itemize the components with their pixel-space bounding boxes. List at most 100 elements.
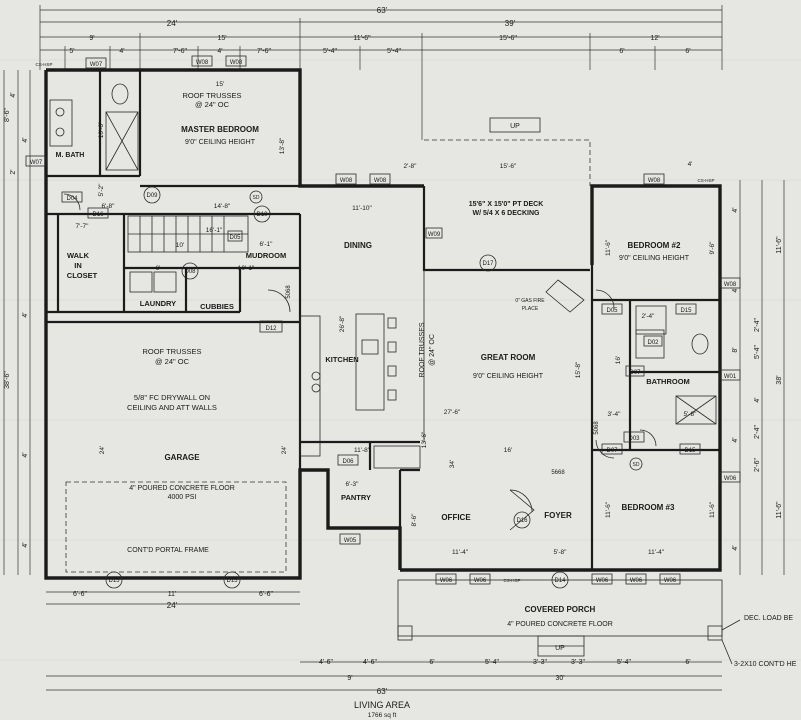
dim-top-5-4a: 5'-4" (323, 48, 337, 55)
svg-text:D16: D16 (516, 518, 528, 524)
pantry-label: PANTRY (341, 493, 371, 502)
office-label: OFFICE (441, 513, 471, 522)
idim-7: 7'-7" (76, 223, 90, 230)
svg-text:D09: D09 (146, 193, 158, 199)
dim-bot-5-4b: 5'-4" (617, 659, 631, 666)
inner-dimensions: 15' 13'-8" 10'-6" 5'-2" 6'-8" 14'-8" 7'-… (76, 81, 716, 556)
walkin-label-2: IN (74, 261, 82, 270)
dim-top-4a: 4' (119, 48, 124, 55)
svg-text:W06: W06 (474, 578, 487, 584)
master-truss-2: @ 24" OC (195, 100, 230, 109)
svg-text:W08: W08 (374, 178, 387, 184)
dim-right-5: 8' (732, 347, 739, 352)
dim-right-9: 38' (776, 375, 783, 384)
svg-text:W06: W06 (724, 476, 737, 482)
deck-up-label: UP (510, 123, 520, 130)
idim-4: 5'-2" (98, 183, 105, 197)
cs-hsp-label: CS-HSP (697, 178, 714, 183)
door-tag: D04 (61, 191, 83, 203)
cubbies-label: CUBBIES (200, 302, 234, 311)
dim-bot-6a: 6' (429, 659, 434, 666)
svg-text:D12: D12 (265, 326, 277, 332)
svg-text:D06: D06 (342, 459, 354, 465)
walkin-label-1: WALK (67, 251, 90, 260)
svg-text:D15: D15 (684, 448, 696, 454)
svg-text:W01: W01 (724, 374, 737, 380)
idim-11: 10'-1" (238, 265, 255, 272)
door-tag: D02 (643, 335, 663, 347)
great-room-label: GREAT ROOM (481, 353, 536, 362)
idim-26: 24' (281, 446, 288, 454)
dim-left-2: 8'-6" (4, 108, 11, 122)
idim-13: 11'-10" (352, 205, 372, 212)
callouts: UP UP SD SD CS-HSP CS-HSP CS-HSP DEC. LO… (35, 62, 796, 668)
svg-text:D07: D07 (606, 448, 618, 454)
window-tag: W08 (225, 55, 247, 67)
door-tag: D15 (675, 303, 697, 315)
room-labels: ROOF TRUSSES @ 24" OC MASTER BEDROOM 9'0… (56, 91, 690, 628)
dim-top-11-6: 11'-6" (353, 35, 371, 42)
idim-10: 6'-1" (260, 241, 274, 248)
window-tag: W08 (335, 173, 357, 185)
dim-bot-11: 11' (168, 591, 177, 598)
svg-text:W08: W08 (196, 60, 209, 66)
top-dimensions: 63' 24' 39' 9' 15' 11'-6" 15'-6" 12' 5' … (39, 5, 723, 140)
master-toilet (111, 83, 129, 105)
washer (129, 271, 153, 293)
deck-stairs (489, 117, 541, 133)
svg-text:W06: W06 (664, 578, 677, 584)
svg-text:D15: D15 (108, 578, 120, 584)
idim-29: 2'-4" (642, 313, 656, 320)
dec-load-beam-label: DEC. LOAD BE (744, 615, 793, 622)
idim-5: 6'-8" (102, 203, 116, 210)
bath-vanity (635, 329, 665, 359)
svg-text:D08: D08 (184, 269, 196, 275)
living-area-value: 1766 sq ft (368, 712, 397, 719)
dim-bot-6-6a: 6'-6" (73, 591, 87, 598)
dim-top-39: 39' (505, 19, 516, 28)
dim-bot-24: 24' (167, 601, 178, 610)
dim-right-2: 11'-6" (776, 236, 783, 254)
dim-overall-top: 63' (377, 6, 388, 15)
idim-12: 6' (156, 265, 161, 272)
dim-top-15: 15' (217, 35, 226, 42)
dim-right-11: 11'-6" (776, 501, 783, 519)
idim-31: 3'-4" (608, 411, 622, 418)
cs-hsp-label: CS-HSP (503, 578, 520, 583)
idim-25: 24' (99, 446, 106, 454)
exterior-walls (44, 68, 722, 580)
dim-bot-4-6b: 4'-6" (363, 659, 377, 666)
kitchen-truss-1: ROOF TRUSSES (419, 322, 426, 377)
window-tag: W08 (369, 173, 391, 185)
dim-top-7-6a: 7'-6" (173, 48, 187, 55)
svg-text:D16: D16 (92, 212, 104, 218)
dim-left-7: 4' (22, 452, 29, 457)
idim-15: 27'-6" (444, 409, 461, 416)
dim-right-3: 4' (732, 287, 739, 292)
idim-36: 11'-6" (709, 501, 716, 518)
dim-right-13: 4' (732, 545, 739, 550)
kitchen-label: KITCHEN (325, 355, 358, 364)
svg-text:W08: W08 (648, 178, 661, 184)
header-label: 3-2X10 CONT'D HE (734, 661, 797, 668)
svg-text:D02: D02 (647, 340, 659, 346)
svg-text:W06: W06 (596, 578, 609, 584)
door-tag: D07 (601, 443, 623, 455)
window-tag: W06 (719, 471, 741, 483)
dim-right-7: 4' (754, 397, 761, 402)
window-tag: W08 (191, 55, 213, 67)
dim-right-4: 2'-4" (754, 318, 761, 332)
idim-20: 8'-6" (411, 513, 418, 527)
fireplace-label-1: 0" GAS FIRE (515, 298, 545, 304)
walkin-label-3: CLOSET (67, 271, 98, 280)
left-dimensions: 4' 8'-6" 4' 2' 4' 38'-6" 4' 4' (3, 70, 31, 575)
window-tag: W01 (719, 369, 741, 381)
svg-text:SD: SD (633, 462, 640, 468)
porch-up-label: UP (555, 645, 565, 652)
door-tag: D16 (513, 511, 531, 529)
idim-34: 11'-6" (605, 501, 612, 518)
dim-bot-3-3a: 3'-3" (533, 659, 547, 666)
window-tag: W08 (719, 277, 741, 289)
master-shower (105, 111, 139, 171)
door-tag: D05 (227, 230, 243, 242)
